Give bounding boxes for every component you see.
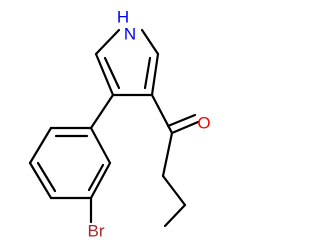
bond-ch2-ch3 (163, 203, 187, 228)
molecule-structure: H N O Br (28, 7, 211, 240)
bond-o-ch2 (161, 174, 187, 207)
bond-carbonyl-o-ether (161, 131, 174, 178)
bond-aryl-3 (28, 161, 53, 200)
bond-c4-carbonyl (150, 93, 174, 135)
atom-label-o: O (197, 113, 210, 132)
bond-n-c5 (140, 28, 160, 56)
bond-c3-aryl (89, 93, 115, 130)
bond-aryl-6 (89, 126, 112, 165)
bond-carbonyl-o-double-2 (166, 113, 197, 128)
bond-carbonyl-o-double-1 (170, 120, 200, 135)
bond-c4-c5-double (143, 56, 152, 90)
bond-aryl-inner-3 (87, 163, 105, 192)
bond-aryl-2 (28, 126, 53, 165)
bond-aryl-inner-2 (36, 161, 57, 193)
bond-aryl-5 (89, 161, 112, 200)
atom-label-br: Br (88, 221, 105, 240)
bond-c2-c3 (94, 52, 115, 97)
bond-c2-c3-double (103, 56, 121, 90)
atom-label-nh: H (117, 7, 129, 26)
bond-c4-c5 (150, 52, 160, 97)
atom-label-n: N (124, 24, 136, 43)
bond-n-c2 (94, 28, 121, 56)
